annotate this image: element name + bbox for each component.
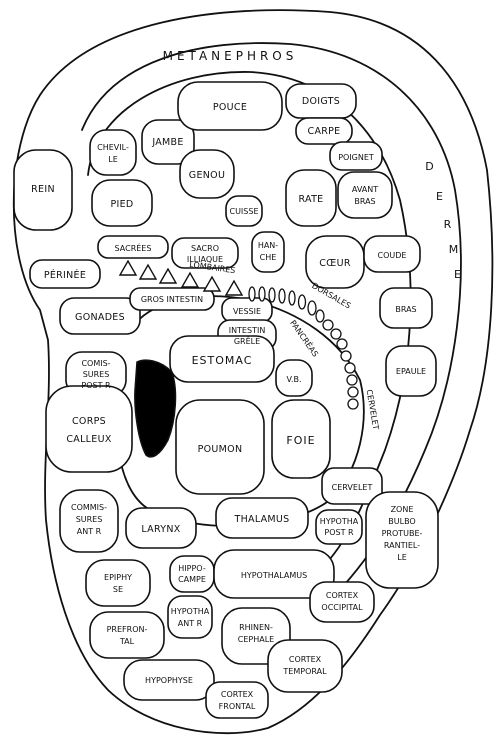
label-comm-ant-1: COMMIS- — [71, 503, 107, 512]
label-vb: V.B. — [286, 375, 301, 384]
label-vessie: VESSIE — [233, 307, 261, 316]
zone-epiphyse — [86, 560, 150, 606]
label-pouce: POUCE — [213, 102, 247, 113]
label-bulbo-3: PROTUBE- — [382, 529, 423, 538]
label-avant-bras-1: AVANT — [352, 185, 378, 194]
label-pied: PIED — [110, 199, 133, 210]
label-comm-post-3: POST R — [81, 381, 111, 390]
label-hippo-2: CAMPE — [178, 575, 206, 584]
label-cervelet: CERVELET — [332, 483, 373, 492]
label-bulbo-1: ZONE — [391, 505, 414, 514]
svg-text:E: E — [454, 268, 462, 281]
label-estomac: ESTOMAC — [192, 354, 253, 367]
label-rhinen-2: CEPHALE — [238, 635, 274, 644]
svg-text:M: M — [449, 243, 460, 256]
label-hanche-1: HAN- — [258, 241, 278, 250]
zone-avant-bras — [338, 172, 392, 218]
label-epaule: EPAULE — [396, 367, 426, 376]
label-bulbo-4: RANTIEL- — [384, 541, 420, 550]
label-rein: REIN — [31, 184, 55, 195]
zone-cheville — [90, 130, 136, 175]
label-bulbo-5: LE — [397, 553, 407, 562]
label-corps-1: CORPS — [72, 416, 106, 427]
zone-cortex-temporal — [268, 640, 342, 692]
label-corps-2: CALLEUX — [66, 434, 111, 445]
label-frontal-1: CORTEX — [221, 690, 254, 699]
label-jambe: JAMBE — [151, 137, 183, 148]
zone-corps-calleux — [46, 386, 132, 472]
label-perinee: PÉRINÉE — [44, 269, 86, 281]
label-cuisse: CUISSE — [229, 207, 258, 216]
label-prefrontal-2: TAL — [119, 637, 135, 646]
label-genou: GENOU — [189, 170, 225, 181]
label-cervelet-vertical: CERVELET — [364, 389, 380, 431]
svg-text:R: R — [444, 218, 453, 231]
label-hypo-ant-2: ANT R — [178, 619, 203, 628]
zone-cortex-occipital — [310, 582, 374, 622]
label-prefrontal-1: PREFRON- — [107, 625, 148, 634]
label-avant-bras-2: BRAS — [354, 197, 375, 206]
label-hypophyse: HYPOPHYSE — [145, 676, 193, 685]
label-intestin-2: GRÊLE — [234, 335, 260, 346]
label-comm-ant-2: SURES — [76, 515, 103, 524]
label-doigts: DOIGTS — [302, 96, 340, 107]
label-poumon: POUMON — [198, 444, 243, 455]
label-hippo-1: HIPPO- — [178, 564, 206, 573]
label-gros-intestin: GROS INTESTIN — [141, 295, 203, 304]
zone-hippocampe — [170, 556, 214, 592]
label-coude: COUDE — [378, 251, 407, 260]
label-cheville-2: LE — [108, 155, 118, 164]
label-occipital-2: OCCIPITAL — [321, 603, 363, 612]
zone-hanche — [252, 232, 284, 272]
label-intestin-1: INTESTIN — [229, 326, 266, 335]
zone-prefrontal — [90, 612, 164, 658]
label-epiphyse-1: EPIPHY — [104, 573, 132, 582]
label-comm-post-1: COMIS- — [81, 359, 110, 368]
zone-cortex-frontal — [206, 682, 268, 718]
label-hypothalamus: HYPOTHALAMUS — [241, 571, 307, 580]
label-coeur: CŒUR — [319, 258, 351, 269]
label-comm-post-2: SURES — [83, 370, 110, 379]
label-hypo-ant-1: HYPOTHA — [171, 607, 210, 616]
label-temporal-1: CORTEX — [289, 655, 322, 664]
label-comm-ant-3: ANT R — [77, 527, 102, 536]
label-sacrees: SACRÉES — [115, 242, 152, 253]
svg-text:D: D — [425, 160, 434, 173]
label-foie: FOIE — [286, 434, 315, 447]
label-carpe: CARPE — [308, 126, 341, 137]
label-frontal-2: FRONTAL — [219, 702, 256, 711]
label-bulbo-2: BULBO — [388, 517, 415, 526]
label-temporal-2: TEMPORAL — [282, 667, 327, 676]
label-thalamus: THALAMUS — [233, 514, 289, 525]
label-rhinen-1: RHINEN- — [239, 623, 273, 632]
label-sacro-1: SACRO — [191, 244, 219, 253]
label-occipital-1: CORTEX — [326, 591, 359, 600]
label-derme: D E R M E — [425, 160, 462, 281]
label-rate: RATE — [299, 194, 324, 205]
svg-text:E: E — [436, 190, 444, 203]
label-hanche-2: CHE — [260, 253, 277, 262]
label-bras: BRAS — [395, 305, 416, 314]
label-larynx: LARYNX — [141, 524, 180, 535]
ear-canal — [135, 360, 176, 457]
label-hypo-post-1: HYPOTHA — [320, 517, 359, 526]
label-pancreas: PANCRÉAS — [288, 317, 321, 358]
label-epiphyse-2: SE — [113, 585, 123, 594]
label-hypo-post-2: POST R — [324, 528, 354, 537]
zone-hypothalamus-post — [316, 510, 362, 544]
label-metanephros: METANEPHROS — [163, 49, 298, 63]
label-poignet: POIGNET — [338, 153, 374, 162]
label-gonades: GONADES — [75, 312, 125, 323]
zone-hypothalamus-ant — [168, 596, 212, 638]
label-cheville-1: CHEVIL- — [97, 143, 129, 152]
